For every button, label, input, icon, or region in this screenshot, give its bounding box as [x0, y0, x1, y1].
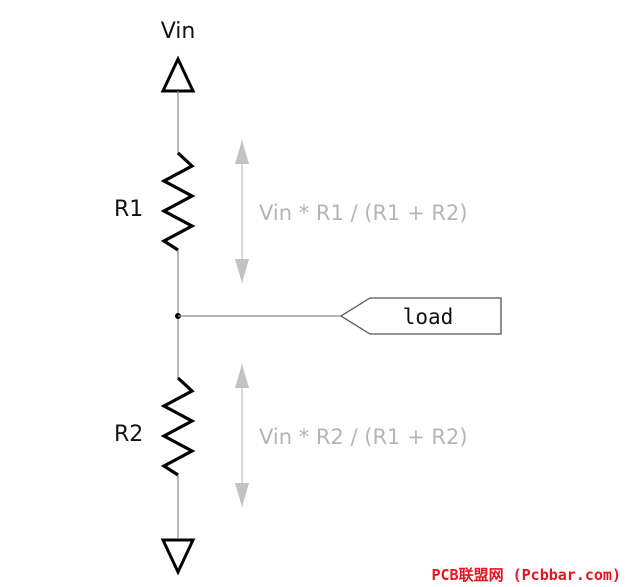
ground-symbol	[160, 538, 196, 576]
r2-voltage-arrow	[235, 364, 249, 507]
r1-label: R1	[114, 197, 143, 222]
r2-label: R2	[114, 422, 143, 447]
load-connector-flag	[339, 297, 502, 335]
r1-voltage-arrow	[235, 140, 249, 283]
load-label: load	[403, 305, 454, 329]
vin-label: Vin	[161, 19, 196, 44]
site-watermark: PCB联盟网 (Pcbbar.com)	[432, 566, 622, 584]
vin-source-symbol	[160, 55, 196, 93]
r1-voltage-formula: Vin * R1 / (R1 + R2)	[259, 201, 468, 225]
resistor-r2-symbol	[160, 376, 196, 477]
r2-voltage-formula: Vin * R2 / (R1 + R2)	[259, 425, 468, 449]
resistor-r1-symbol	[160, 151, 196, 252]
